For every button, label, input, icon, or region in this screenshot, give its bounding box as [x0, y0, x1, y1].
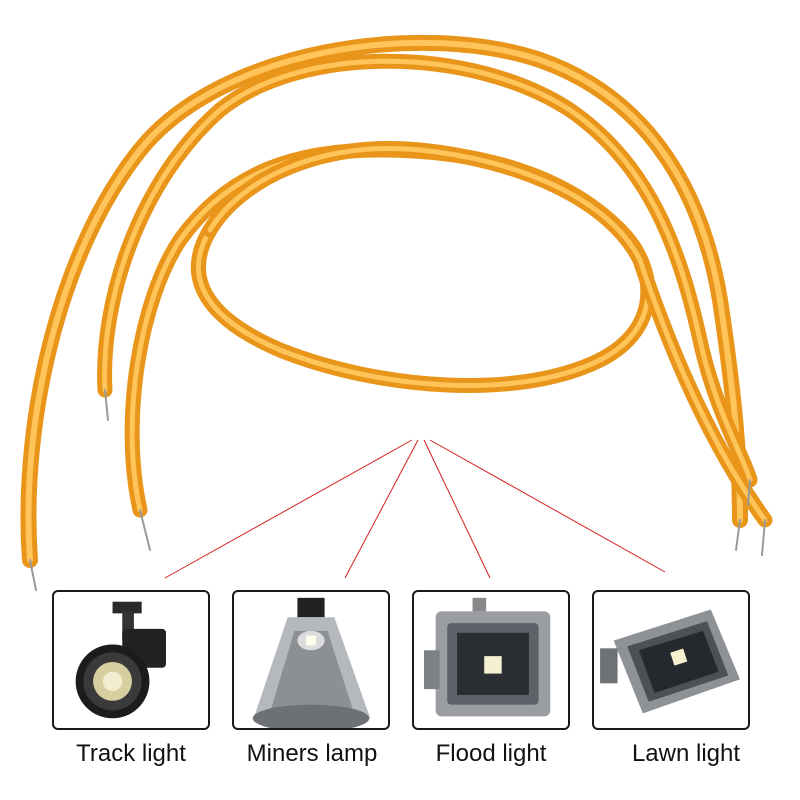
lawn-light-icon	[600, 609, 740, 714]
flood-light-icon	[423, 597, 551, 717]
product-label: Track light	[76, 740, 186, 767]
lawn-light-card	[592, 590, 750, 730]
product-label: Flood light	[435, 740, 547, 767]
filament-strips	[20, 34, 773, 591]
track-light-icon	[75, 601, 166, 719]
pointer-lines	[164, 439, 666, 579]
product-label: Miners lamp	[246, 740, 378, 767]
miners-lamp-card	[232, 590, 390, 730]
track-light-card	[52, 590, 210, 730]
miners-lamp-icon	[252, 597, 371, 728]
flood-light-card	[412, 590, 570, 730]
product-label: Lawn light	[631, 740, 741, 767]
